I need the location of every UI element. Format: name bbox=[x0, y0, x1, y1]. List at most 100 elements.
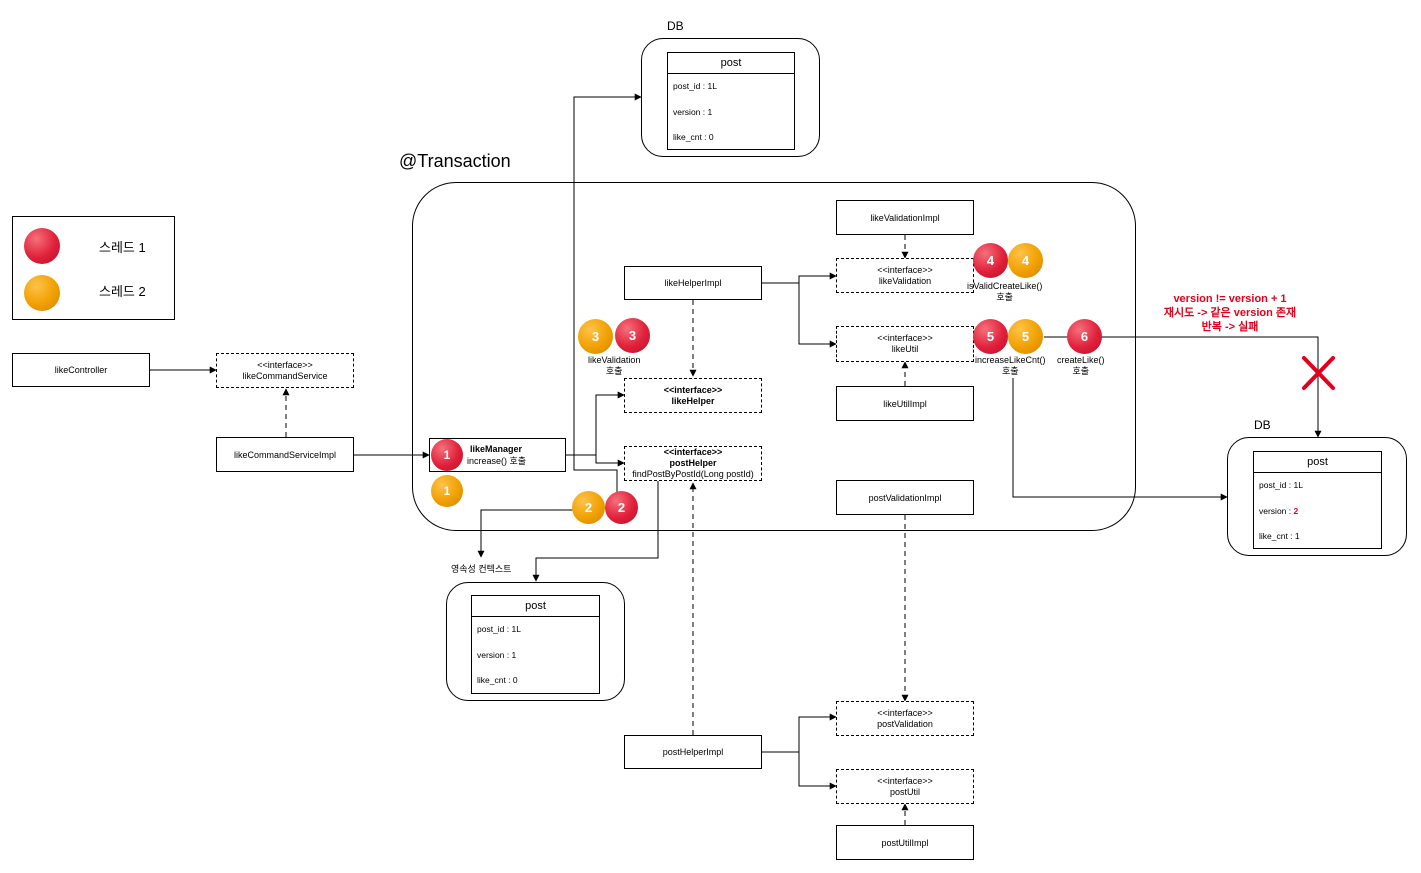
red-x-icon bbox=[1302, 356, 1335, 390]
is-valid-create-like-line2: 호출 bbox=[996, 292, 1013, 302]
post-helper-impl-box[interactable]: postHelperImpl bbox=[624, 735, 762, 769]
is-valid-create-like-label: isValidCreateLike() 호출 bbox=[967, 281, 1042, 303]
like-util-label: likeUtil bbox=[891, 344, 919, 354]
interface-stereotype: <<interface>> bbox=[663, 384, 723, 395]
like-command-service-label: likeCommandService bbox=[242, 370, 328, 381]
post-util-interface[interactable]: <<interface>> postUtil bbox=[836, 769, 974, 804]
like-validation-call-line2: 호출 bbox=[605, 366, 623, 376]
like-manager-call-label: increase() 호출 bbox=[467, 456, 527, 466]
right-db-label: DB bbox=[1254, 418, 1271, 432]
table-row: post_id : 1L bbox=[673, 81, 717, 91]
table-title: post bbox=[1254, 452, 1381, 473]
step-2-thread2-icon: 2 bbox=[572, 491, 605, 524]
arrow-to-persistence-label bbox=[477, 509, 574, 558]
arrow-posthelperimpl-to-postutil bbox=[762, 751, 837, 790]
create-like-line2: 호출 bbox=[1072, 366, 1090, 376]
post-util-label: postUtil bbox=[889, 786, 920, 797]
post-helper-interface[interactable]: <<interface>> postHelper findPostByPostI… bbox=[624, 446, 762, 481]
persistence-context-label: 영속성 컨텍스트 bbox=[451, 564, 512, 574]
post-validation-impl-box[interactable]: postValidationImpl bbox=[836, 480, 974, 515]
like-helper-impl-box[interactable]: likeHelperImpl bbox=[624, 266, 762, 300]
like-manager-label: likeManager bbox=[470, 444, 523, 454]
like-validation-impl-label: likeValidationImpl bbox=[870, 212, 940, 223]
post-helper-label: postHelper bbox=[669, 458, 717, 468]
interface-stereotype: <<interface>> bbox=[877, 333, 933, 343]
table-row: like_cnt : 0 bbox=[477, 675, 518, 685]
table-row: post_id : 1L bbox=[1259, 480, 1303, 490]
arrow-manager-to-posthelper bbox=[566, 454, 625, 467]
post-validation-label: postValidation bbox=[877, 718, 933, 729]
top-db-table: post post_id : 1L version : 1 like_cnt :… bbox=[667, 52, 795, 150]
version-key: version : bbox=[1259, 505, 1294, 516]
create-like-line1: createLike() bbox=[1057, 355, 1105, 365]
thread1-legend-icon bbox=[24, 228, 60, 264]
like-command-service-impl-label: likeCommandServiceImpl bbox=[233, 449, 337, 460]
legend: 스레드 1 스레드 2 bbox=[12, 216, 175, 320]
top-db-container bbox=[641, 38, 820, 157]
persistence-context-container bbox=[446, 582, 625, 701]
persistence-table: post post_id : 1L version : 1 like_cnt :… bbox=[471, 595, 600, 694]
step-5-thread2-icon: 5 bbox=[1008, 319, 1043, 354]
like-util-interface[interactable]: <<interface>> likeUtil bbox=[836, 326, 974, 362]
like-command-service-impl-box[interactable]: likeCommandServiceImpl bbox=[216, 437, 354, 472]
thread2-legend-icon bbox=[24, 275, 60, 311]
like-helper-impl-label: likeHelperImpl bbox=[664, 278, 722, 288]
like-util-impl-box[interactable]: likeUtilImpl bbox=[836, 386, 974, 421]
step-4-thread1-icon: 4 bbox=[973, 243, 1008, 278]
table-row: post_id : 1L bbox=[477, 624, 521, 634]
post-validation-impl-label: postValidationImpl bbox=[868, 492, 942, 503]
post-validation-interface[interactable]: <<interface>> postValidation bbox=[836, 701, 974, 736]
table-row: like_cnt : 1 bbox=[1259, 531, 1300, 541]
arrow-increaselikecnt-to-db bbox=[1012, 378, 1228, 501]
like-helper-label: likeHelper bbox=[671, 395, 715, 406]
create-like-label: createLike() 호출 bbox=[1057, 355, 1105, 377]
conflict-line1: version != version + 1 bbox=[1173, 293, 1287, 305]
right-db-container bbox=[1227, 437, 1407, 556]
like-util-impl-label: likeUtilImpl bbox=[883, 398, 927, 409]
transaction-boundary bbox=[412, 182, 1136, 531]
step-1-thread1-icon: 1 bbox=[431, 439, 463, 471]
version-value: 2 bbox=[1293, 505, 1299, 516]
version-conflict-note: version != version + 1 재시도 -> 같은 version… bbox=[1145, 292, 1315, 334]
step-5-thread1-icon: 5 bbox=[973, 319, 1008, 354]
conflict-line2: 재시도 -> 같은 version 존재 bbox=[1163, 307, 1297, 319]
transaction-label: @Transaction bbox=[399, 151, 511, 171]
step-2-thread1-icon: 2 bbox=[605, 491, 638, 524]
arrow-posthelper-to-persistence bbox=[532, 481, 659, 582]
interface-stereotype: <<interface>> bbox=[877, 775, 933, 786]
like-validation-interface[interactable]: <<interface>> likeValidation bbox=[836, 258, 974, 293]
increase-like-cnt-line1: increaseLikeCnt() bbox=[975, 355, 1046, 365]
like-validation-label: likeValidation bbox=[878, 275, 932, 286]
step-1-thread2-icon: 1 bbox=[431, 475, 463, 507]
like-validation-call-label: likeValidation 호출 bbox=[588, 355, 640, 377]
like-validation-call-line1: likeValidation bbox=[588, 355, 641, 365]
step-3-thread2-icon: 3 bbox=[578, 319, 613, 354]
interface-stereotype: <<interface>> bbox=[877, 264, 933, 275]
right-db-table: post post_id : 1L version : 2 like_cnt :… bbox=[1253, 451, 1382, 549]
arrow-likehelperimpl-to-util bbox=[762, 282, 837, 348]
arrow-posthelperimpl-to-postvalidation bbox=[762, 713, 837, 753]
like-command-service-interface[interactable]: <<interface>> likeCommandService bbox=[216, 353, 354, 388]
table-row: version : 1 bbox=[477, 649, 517, 660]
top-db-label: DB bbox=[667, 19, 684, 33]
table-row: version : 1 bbox=[673, 106, 713, 117]
interface-stereotype: <<interface>> bbox=[877, 707, 933, 718]
step-4-thread2-icon: 4 bbox=[1008, 243, 1043, 278]
interface-stereotype: <<interface>> bbox=[663, 447, 723, 457]
step-6-thread1-icon: 6 bbox=[1067, 319, 1102, 354]
is-valid-create-like-line1: isValidCreateLike() bbox=[967, 281, 1043, 291]
like-validation-impl-box[interactable]: likeValidationImpl bbox=[836, 200, 974, 235]
thread2-legend-label: 스레드 2 bbox=[99, 284, 146, 299]
conflict-line3: 반복 -> 실패 bbox=[1201, 321, 1259, 333]
post-util-impl-box[interactable]: postUtilImpl bbox=[836, 825, 974, 860]
table-title: post bbox=[472, 596, 599, 617]
table-row: like_cnt : 0 bbox=[673, 132, 714, 142]
post-helper-method-label: findPostByPostId(Long postId) bbox=[632, 469, 754, 479]
like-controller-box[interactable]: likeController bbox=[12, 353, 150, 387]
like-helper-interface[interactable]: <<interface>> likeHelper bbox=[624, 378, 762, 413]
interface-stereotype: <<interface>> bbox=[257, 359, 313, 370]
increase-like-cnt-label: increaseLikeCnt() 호출 bbox=[975, 355, 1046, 377]
arrow-manager-to-topdb bbox=[573, 93, 642, 497]
table-title: post bbox=[668, 53, 794, 74]
